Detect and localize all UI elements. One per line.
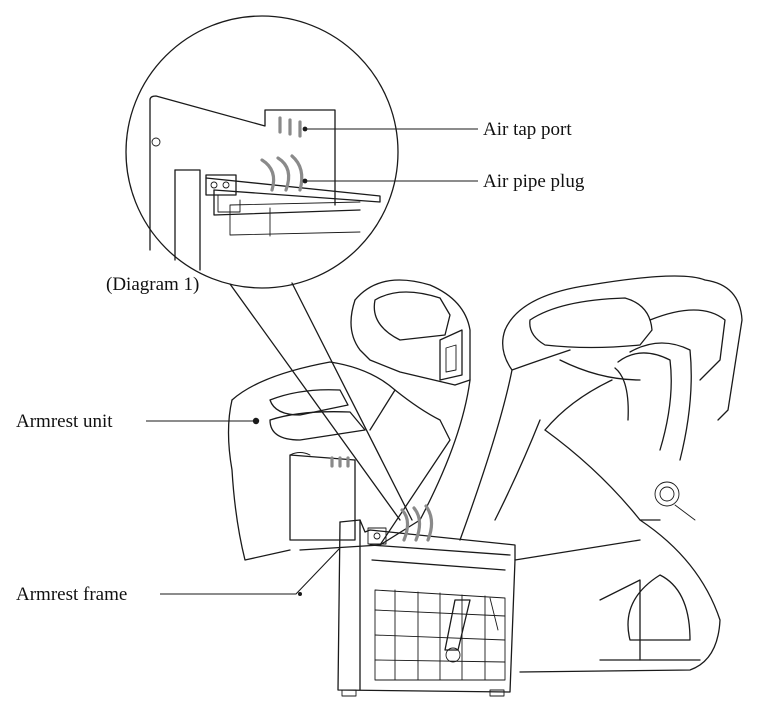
detail-magnifier <box>125 15 399 289</box>
air-pipe-plug-label: Air pipe plug <box>483 171 585 192</box>
panel-hole <box>151 137 161 147</box>
speaker-grille <box>654 481 680 507</box>
air-pipe-marks <box>260 154 304 192</box>
armrest-frame <box>298 504 516 697</box>
projection-line-left <box>229 283 401 521</box>
air-tap-port-label: Air tap port <box>483 119 572 140</box>
armrest-frame-label: Armrest frame <box>16 584 127 605</box>
air-tap-port-marks <box>278 116 302 138</box>
armrest-frame-dot <box>298 592 302 596</box>
armrest-unit-label: Armrest unit <box>16 411 113 432</box>
armrest-unit <box>227 279 471 561</box>
chair-backrest <box>459 275 743 673</box>
projection-line-right <box>291 282 413 521</box>
connector-block <box>205 174 237 196</box>
diagram-caption: (Diagram 1) <box>106 274 199 295</box>
armrest-frame-leader <box>160 547 341 595</box>
magnifier-circle <box>125 15 399 289</box>
